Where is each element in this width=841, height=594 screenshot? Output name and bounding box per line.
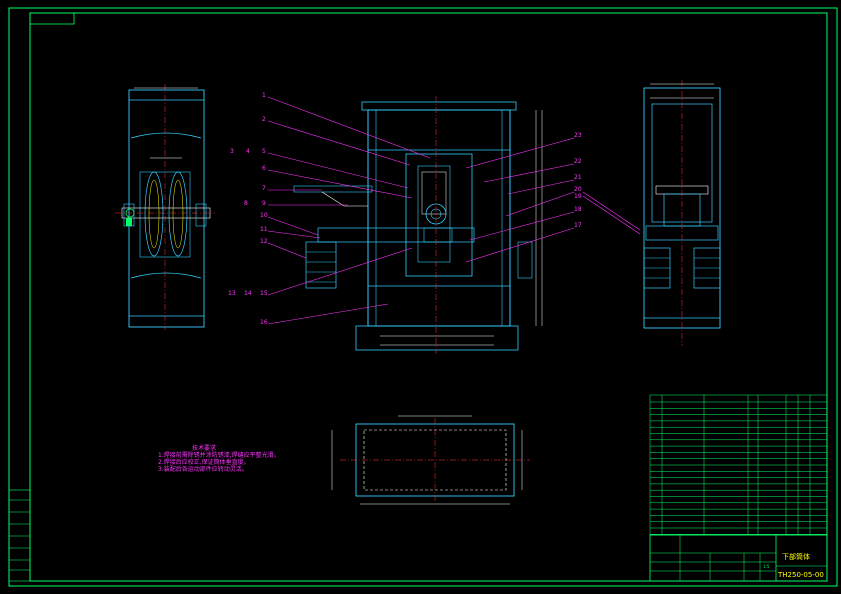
part-label: 17: [574, 222, 582, 229]
part-label: 5: [262, 148, 266, 155]
part-label: 12: [260, 238, 268, 245]
drawing-name: 下部筒体: [782, 552, 810, 561]
notes-line: 2.焊接后应校正,保证筒体垂直度。: [158, 458, 250, 466]
corner-tag-box: [29, 12, 75, 25]
part-label: 8: [244, 200, 248, 207]
part-label: 9: [262, 200, 266, 207]
part-label: 22: [574, 158, 582, 165]
part-label: 10: [260, 212, 268, 219]
part-label: 4: [246, 148, 250, 155]
notes-line: 3.装配后各运动部件应转动灵活。: [158, 465, 248, 473]
sheet-border: [8, 7, 838, 587]
part-labels-left: 1 2 3 4 5 6 7 8 9 10 11 12 13 14 15 16: [228, 92, 268, 326]
part-labels-right: 23 22 21 20 19 18 17: [574, 132, 582, 229]
front-view: [293, 96, 543, 354]
left-strip-table: [8, 489, 31, 582]
part-label: 7: [262, 185, 266, 192]
bom-table: [649, 394, 828, 536]
plan-view: [331, 415, 530, 505]
left-side-view: [115, 84, 215, 330]
technical-notes: 技术要求 1.焊接前需除锈并涂防锈漆,焊缝应平整光滑。 2.焊接后应校正,保证筒…: [158, 444, 280, 473]
right-view-leaders: [582, 191, 641, 235]
notes-line: 1.焊接前需除锈并涂防锈漆,焊缝应平整光滑。: [158, 451, 280, 459]
part-label: 18: [574, 206, 582, 213]
drawing-frame: [29, 12, 828, 582]
part-label: 20: [574, 186, 582, 193]
title-block: 下部筒体 TH250-05-00 1:5: [649, 534, 828, 582]
part-label: 13: [228, 290, 236, 297]
front-view-leaders: [267, 96, 575, 325]
part-label: 19: [574, 193, 582, 200]
part-label: 2: [262, 116, 266, 123]
part-label: 6: [262, 165, 266, 172]
part-label: 15: [260, 290, 268, 297]
drawing-scale: 1:5: [763, 564, 770, 569]
part-label: 14: [244, 290, 252, 297]
part-label: 3: [230, 148, 234, 155]
part-label: 23: [574, 132, 582, 139]
right-side-view: [643, 80, 721, 346]
part-label: 21: [574, 174, 582, 181]
part-label: 1: [262, 92, 266, 99]
part-label: 11: [260, 226, 268, 233]
notes-heading: 技术要求: [192, 444, 216, 452]
drawing-number: TH250-05-00: [777, 571, 824, 579]
part-label: 16: [260, 319, 268, 326]
